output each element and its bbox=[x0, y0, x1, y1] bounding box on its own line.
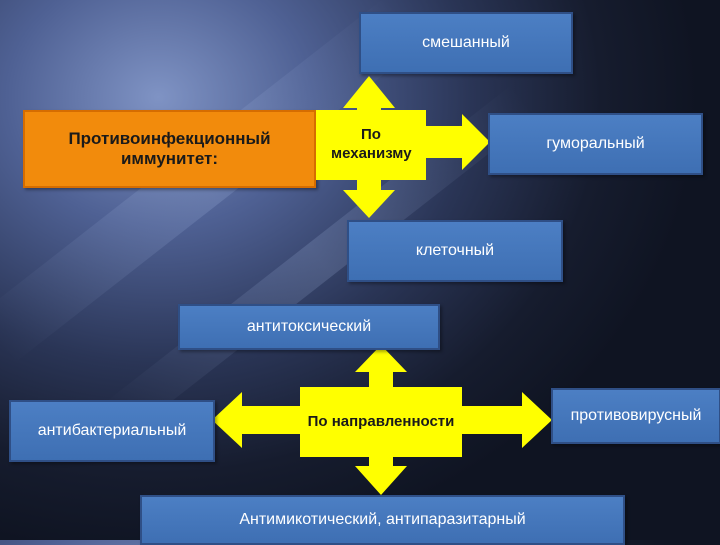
mechanism-center: По механизму bbox=[316, 110, 426, 180]
title-box: Противоинфекционный иммунитет: bbox=[23, 110, 316, 188]
cellular-label: клеточный bbox=[415, 242, 495, 260]
direction-center: По направленности bbox=[300, 387, 462, 457]
mechanism-right-arrow bbox=[420, 114, 490, 170]
antitoxic-label: антитоксический bbox=[246, 318, 372, 336]
direction-center-label: По направленности bbox=[307, 412, 455, 430]
title-label: Противоинфекционный иммунитет: bbox=[68, 128, 271, 168]
antiviral-box: противовирусный bbox=[551, 388, 720, 444]
antibacterial-box: антибактериальный bbox=[9, 400, 215, 462]
antibacterial-label: антибактериальный bbox=[37, 422, 187, 440]
antitoxic-box: антитоксический bbox=[178, 304, 440, 350]
antimycotic-label: Антимикотический, антипаразитарный bbox=[239, 511, 526, 529]
mechanism-center-label: По механизму bbox=[331, 126, 412, 162]
humoral-box: гуморальный bbox=[488, 113, 703, 175]
mixed-label: смешанный bbox=[422, 34, 510, 52]
antimycotic-box: Антимикотический, антипаразитарный bbox=[140, 495, 625, 545]
humoral-label: гуморальный bbox=[546, 135, 645, 153]
cellular-box: клеточный bbox=[347, 220, 563, 282]
antiviral-label: противовирусный bbox=[570, 407, 702, 425]
mixed-box: смешанный bbox=[359, 12, 573, 74]
